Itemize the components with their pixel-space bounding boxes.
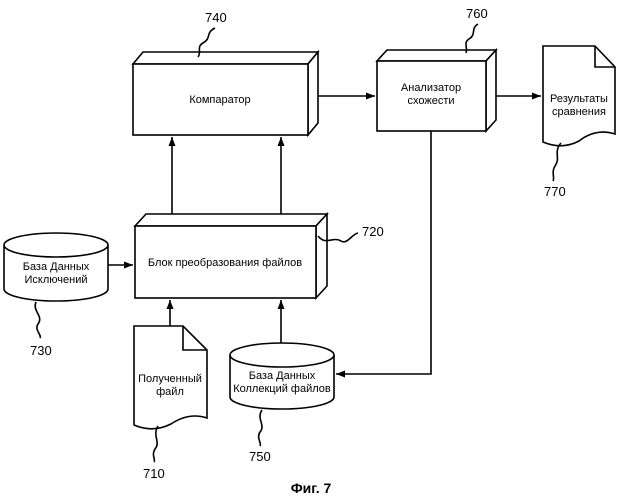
ref-710-number: 710 (143, 466, 165, 481)
analyzer-label-line1: Анализатор (401, 82, 461, 94)
exceptions-db-label-line2: Исключений (25, 274, 88, 286)
received-file-label-line1: Полученный (138, 373, 202, 385)
exceptions-db-label-line1: База Данных (23, 261, 90, 273)
results-document: Результаты сравнения (543, 46, 615, 146)
received-file-document: Полученный файл (134, 326, 207, 429)
ref-750-number: 750 (249, 449, 271, 464)
ref-710: 710 (143, 426, 165, 481)
ref-740-number: 740 (205, 10, 227, 25)
exceptions-database: База Данных Исключений (4, 233, 108, 301)
collection-database: База Данных Коллекций файлов (230, 343, 334, 409)
collection-db-label-line1: База Данных (249, 370, 316, 382)
received-file-label-line2: файл (156, 386, 184, 398)
arrow-analyzer-to-collection (336, 131, 431, 374)
figure-caption: Фиг. 7 (291, 480, 332, 496)
ref-730: 730 (30, 302, 52, 358)
analyzer-label-line2: схожести (407, 95, 454, 107)
comparator-label: Компаратор (189, 94, 250, 106)
ref-750: 750 (249, 410, 271, 464)
ref-770: 770 (544, 143, 566, 199)
collection-db-label-line2: Коллекций файлов (233, 383, 331, 395)
ref-770-number: 770 (544, 184, 566, 199)
analyzer-block: Анализатор схожести (377, 50, 496, 131)
ref-740: 740 (198, 10, 227, 57)
converter-block: Блок преобразования файлов (135, 214, 327, 298)
results-label-line2: сравнения (552, 106, 606, 118)
ref-760: 760 (466, 6, 488, 53)
ref-720-number: 720 (362, 224, 384, 239)
comparator-block: Компаратор (133, 52, 318, 135)
results-label-line1: Результаты (550, 93, 608, 105)
ref-720: 720 (318, 224, 384, 242)
ref-760-number: 760 (466, 6, 488, 21)
ref-730-number: 730 (30, 343, 52, 358)
converter-label: Блок преобразования файлов (148, 257, 302, 269)
